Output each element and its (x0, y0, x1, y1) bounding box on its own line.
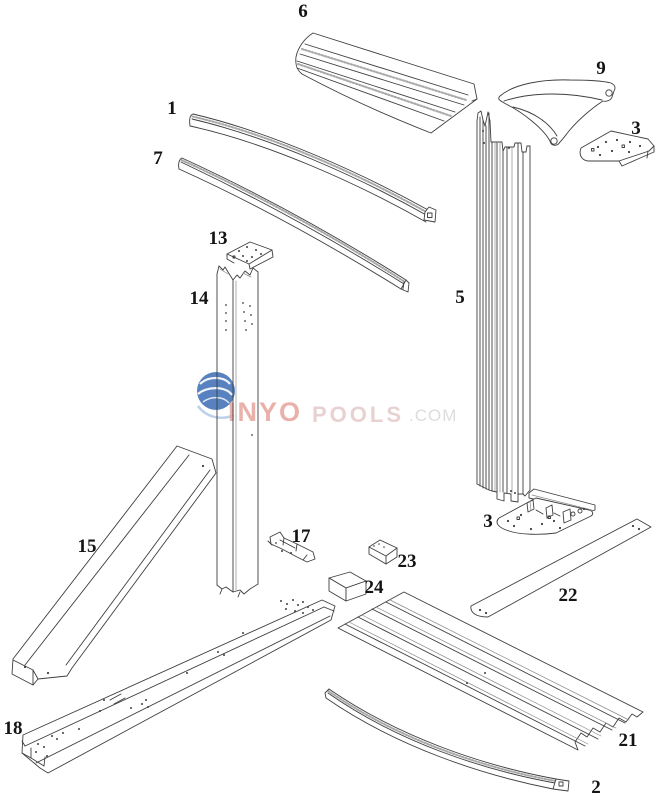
part-label-9: 9 (596, 58, 606, 79)
part-23-clip-drawing (368, 539, 398, 565)
part-label-5: 5 (455, 287, 465, 308)
watermark-word-pools: POOLS (312, 402, 405, 427)
part-label-23: 23 (397, 551, 417, 572)
part-label-14: 14 (189, 288, 209, 309)
part-21-wall-panel-drawing (337, 591, 644, 751)
part-label-21: 21 (618, 730, 638, 751)
part-1-curved-rail-drawing (189, 113, 437, 223)
part-5-corrugated-upright-drawing (476, 110, 531, 503)
part-label-15: 15 (77, 536, 97, 557)
part-22-strap-drawing (470, 518, 652, 618)
part-label-7: 7 (153, 148, 163, 169)
part-label-2: 2 (591, 777, 601, 798)
part-label-18: 18 (3, 718, 23, 739)
part-label-13: 13 (208, 228, 228, 249)
part-14-upright-post-drawing (216, 265, 259, 598)
part-3-bottom-plate-drawing (496, 488, 596, 535)
part-label-6: 6 (298, 1, 308, 22)
part-2-curved-rail-drawing (324, 688, 570, 792)
part-label-1: 1 (167, 98, 177, 119)
part-label-3-bottom: 3 (483, 511, 493, 532)
part-18-channel-beam-drawing (21, 599, 336, 774)
part-6-top-ledge-drawing (295, 32, 478, 134)
watermark-word-com: .COM (409, 406, 458, 425)
part-label-3-top: 3 (631, 118, 641, 139)
part-13-post-plate-drawing (226, 241, 274, 270)
part-17-bracket-drawing (267, 531, 316, 563)
part-label-24: 24 (364, 577, 384, 598)
part-15-diagonal-brace-drawing (11, 445, 217, 686)
part-9-top-cap-drawing (498, 79, 616, 146)
part-label-17: 17 (291, 526, 311, 547)
part-24-block-drawing (328, 571, 367, 602)
watermark-word-inyo: INYO (228, 397, 303, 427)
part-7-curved-rail-drawing (178, 157, 410, 293)
part-3-top-plate-drawing (579, 130, 655, 167)
part-label-22: 22 (558, 585, 578, 606)
